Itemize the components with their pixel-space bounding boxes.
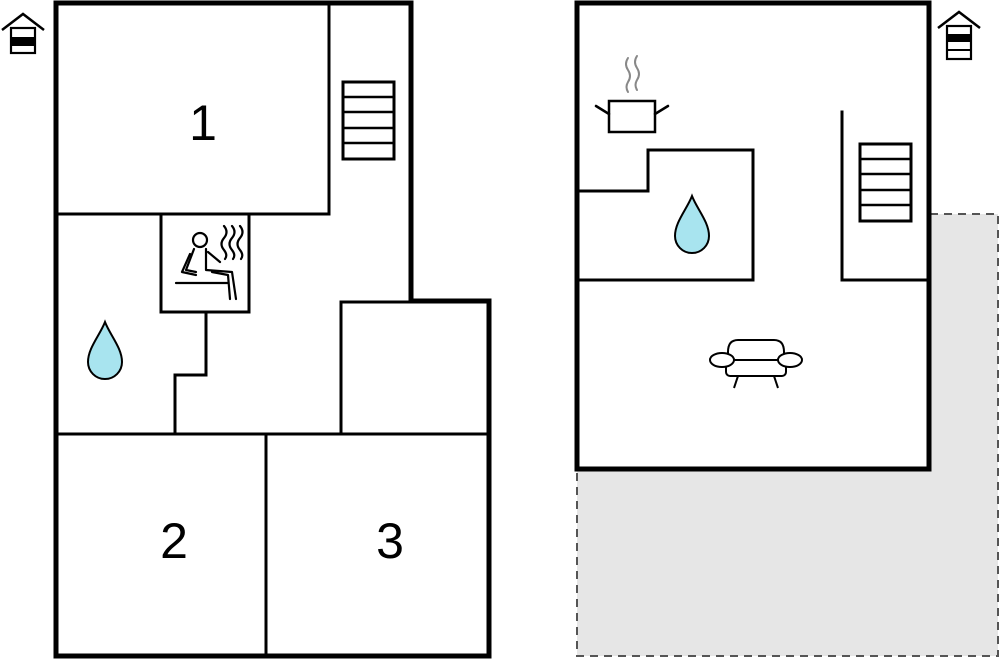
staircase-icon <box>341 80 396 161</box>
sauna-icon <box>174 224 244 301</box>
upper-staircase-walls <box>840 110 929 282</box>
floor-level-ground-icon <box>1 12 45 55</box>
upper-floor-outer-wall <box>574 0 932 472</box>
room-1-walls <box>56 3 331 216</box>
room-2-label: 2 <box>160 513 188 569</box>
bathroom-water-drop-icon <box>86 319 124 380</box>
living-room-sofa-icon <box>709 339 803 389</box>
floor-level-upper-icon <box>937 10 981 61</box>
upper-floor-plan <box>574 0 999 657</box>
ground-floor-outer-wall <box>53 0 492 659</box>
room-3-label: 3 <box>376 513 404 569</box>
upper-bathroom-walls <box>577 148 755 282</box>
upper-staircase-icon <box>858 142 913 223</box>
ground-floor-plan: 1 2 3 <box>1 0 492 659</box>
bathroom-wall <box>173 310 208 436</box>
upper-bathroom-water-drop-icon <box>673 193 711 254</box>
room-1-label: 1 <box>189 95 217 151</box>
utility-room-walls <box>339 300 413 436</box>
kitchen-pot-icon <box>594 55 670 134</box>
